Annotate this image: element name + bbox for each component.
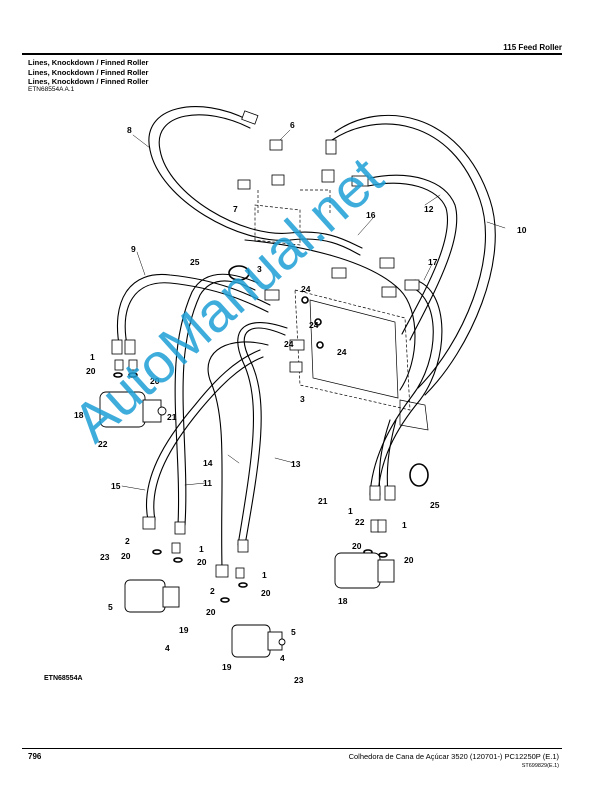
callout-23: 23 (100, 552, 110, 562)
section-title: 115 Feed Roller (503, 43, 562, 52)
callout-9: 9 (131, 244, 136, 254)
callout-25: 25 (190, 257, 200, 267)
callout-20: 20 (261, 588, 271, 598)
title-line-3: Lines, Knockdown / Finned Roller (28, 77, 149, 86)
callout-1: 1 (402, 520, 407, 530)
callout-21: 21 (167, 412, 177, 422)
callout-25: 25 (430, 500, 440, 510)
code-reference: ST699829(E.1) (521, 763, 559, 769)
callout-3: 3 (300, 394, 305, 404)
callout-11: 11 (203, 478, 212, 488)
footer-rule (22, 748, 562, 749)
callout-19: 19 (179, 625, 189, 635)
callout-20: 20 (86, 366, 96, 376)
callout-19: 19 (222, 662, 232, 672)
callout-labels: 8 6 7 12 16 10 9 25 3 17 24 24 24 24 1 2… (74, 120, 527, 685)
callout-1: 1 (262, 570, 267, 580)
callout-18: 18 (74, 410, 84, 420)
callout-17: 17 (428, 257, 438, 267)
callout-2: 2 (125, 536, 130, 546)
header-rule (22, 53, 562, 55)
callout-20: 20 (150, 376, 160, 386)
callout-1: 1 (199, 544, 204, 554)
motors (99, 391, 395, 658)
callout-5: 5 (108, 602, 113, 612)
callout-20: 20 (404, 555, 414, 565)
callout-16: 16 (366, 210, 376, 220)
title-line-2: Lines, Knockdown / Finned Roller (28, 67, 149, 77)
callout-3: 3 (257, 264, 262, 274)
callout-2: 2 (210, 586, 215, 596)
callout-4: 4 (280, 653, 285, 663)
callout-20: 20 (206, 607, 216, 617)
callout-22: 22 (355, 517, 365, 527)
title-block: Lines, Knockdown / Finned Roller Lines, … (28, 58, 148, 87)
watermark: AutoManual.net (61, 144, 395, 454)
callout-13: 13 (291, 459, 301, 469)
callout-21: 21 (318, 496, 328, 506)
callout-14: 14 (203, 458, 213, 468)
callout-6: 6 (290, 120, 295, 130)
page-number: 796 (28, 752, 42, 761)
callout-20: 20 (121, 551, 131, 561)
figure-reference: ETN68554A A.1 (28, 86, 75, 93)
book-reference: Colhedora de Cana de Açúcar 3520 (120701… (348, 752, 559, 761)
callout-18: 18 (338, 596, 348, 606)
callout-24: 24 (301, 284, 311, 294)
callout-20: 20 (352, 541, 362, 551)
hose-lines (116, 106, 506, 569)
callout-1: 1 (90, 352, 95, 362)
callout-15: 15 (111, 481, 121, 491)
callout-7: 7 (233, 204, 238, 214)
valve-block (254, 189, 429, 431)
callout-12: 12 (424, 204, 434, 214)
diagram-id: ETN68554A (44, 675, 83, 682)
fittings (111, 110, 420, 579)
title-line-1: Lines, Knockdown / Finned Roller (28, 58, 149, 67)
callout-24: 24 (337, 347, 347, 357)
callout-22: 22 (98, 439, 108, 449)
callout-8: 8 (127, 125, 132, 135)
callout-24: 24 (284, 339, 294, 349)
callout-23: 23 (294, 675, 304, 685)
callout-1: 1 (348, 506, 353, 516)
callout-20: 20 (197, 557, 207, 567)
callout-24: 24 (309, 320, 319, 330)
callout-5: 5 (291, 627, 296, 637)
callout-10: 10 (517, 225, 527, 235)
callout-4: 4 (165, 643, 170, 653)
